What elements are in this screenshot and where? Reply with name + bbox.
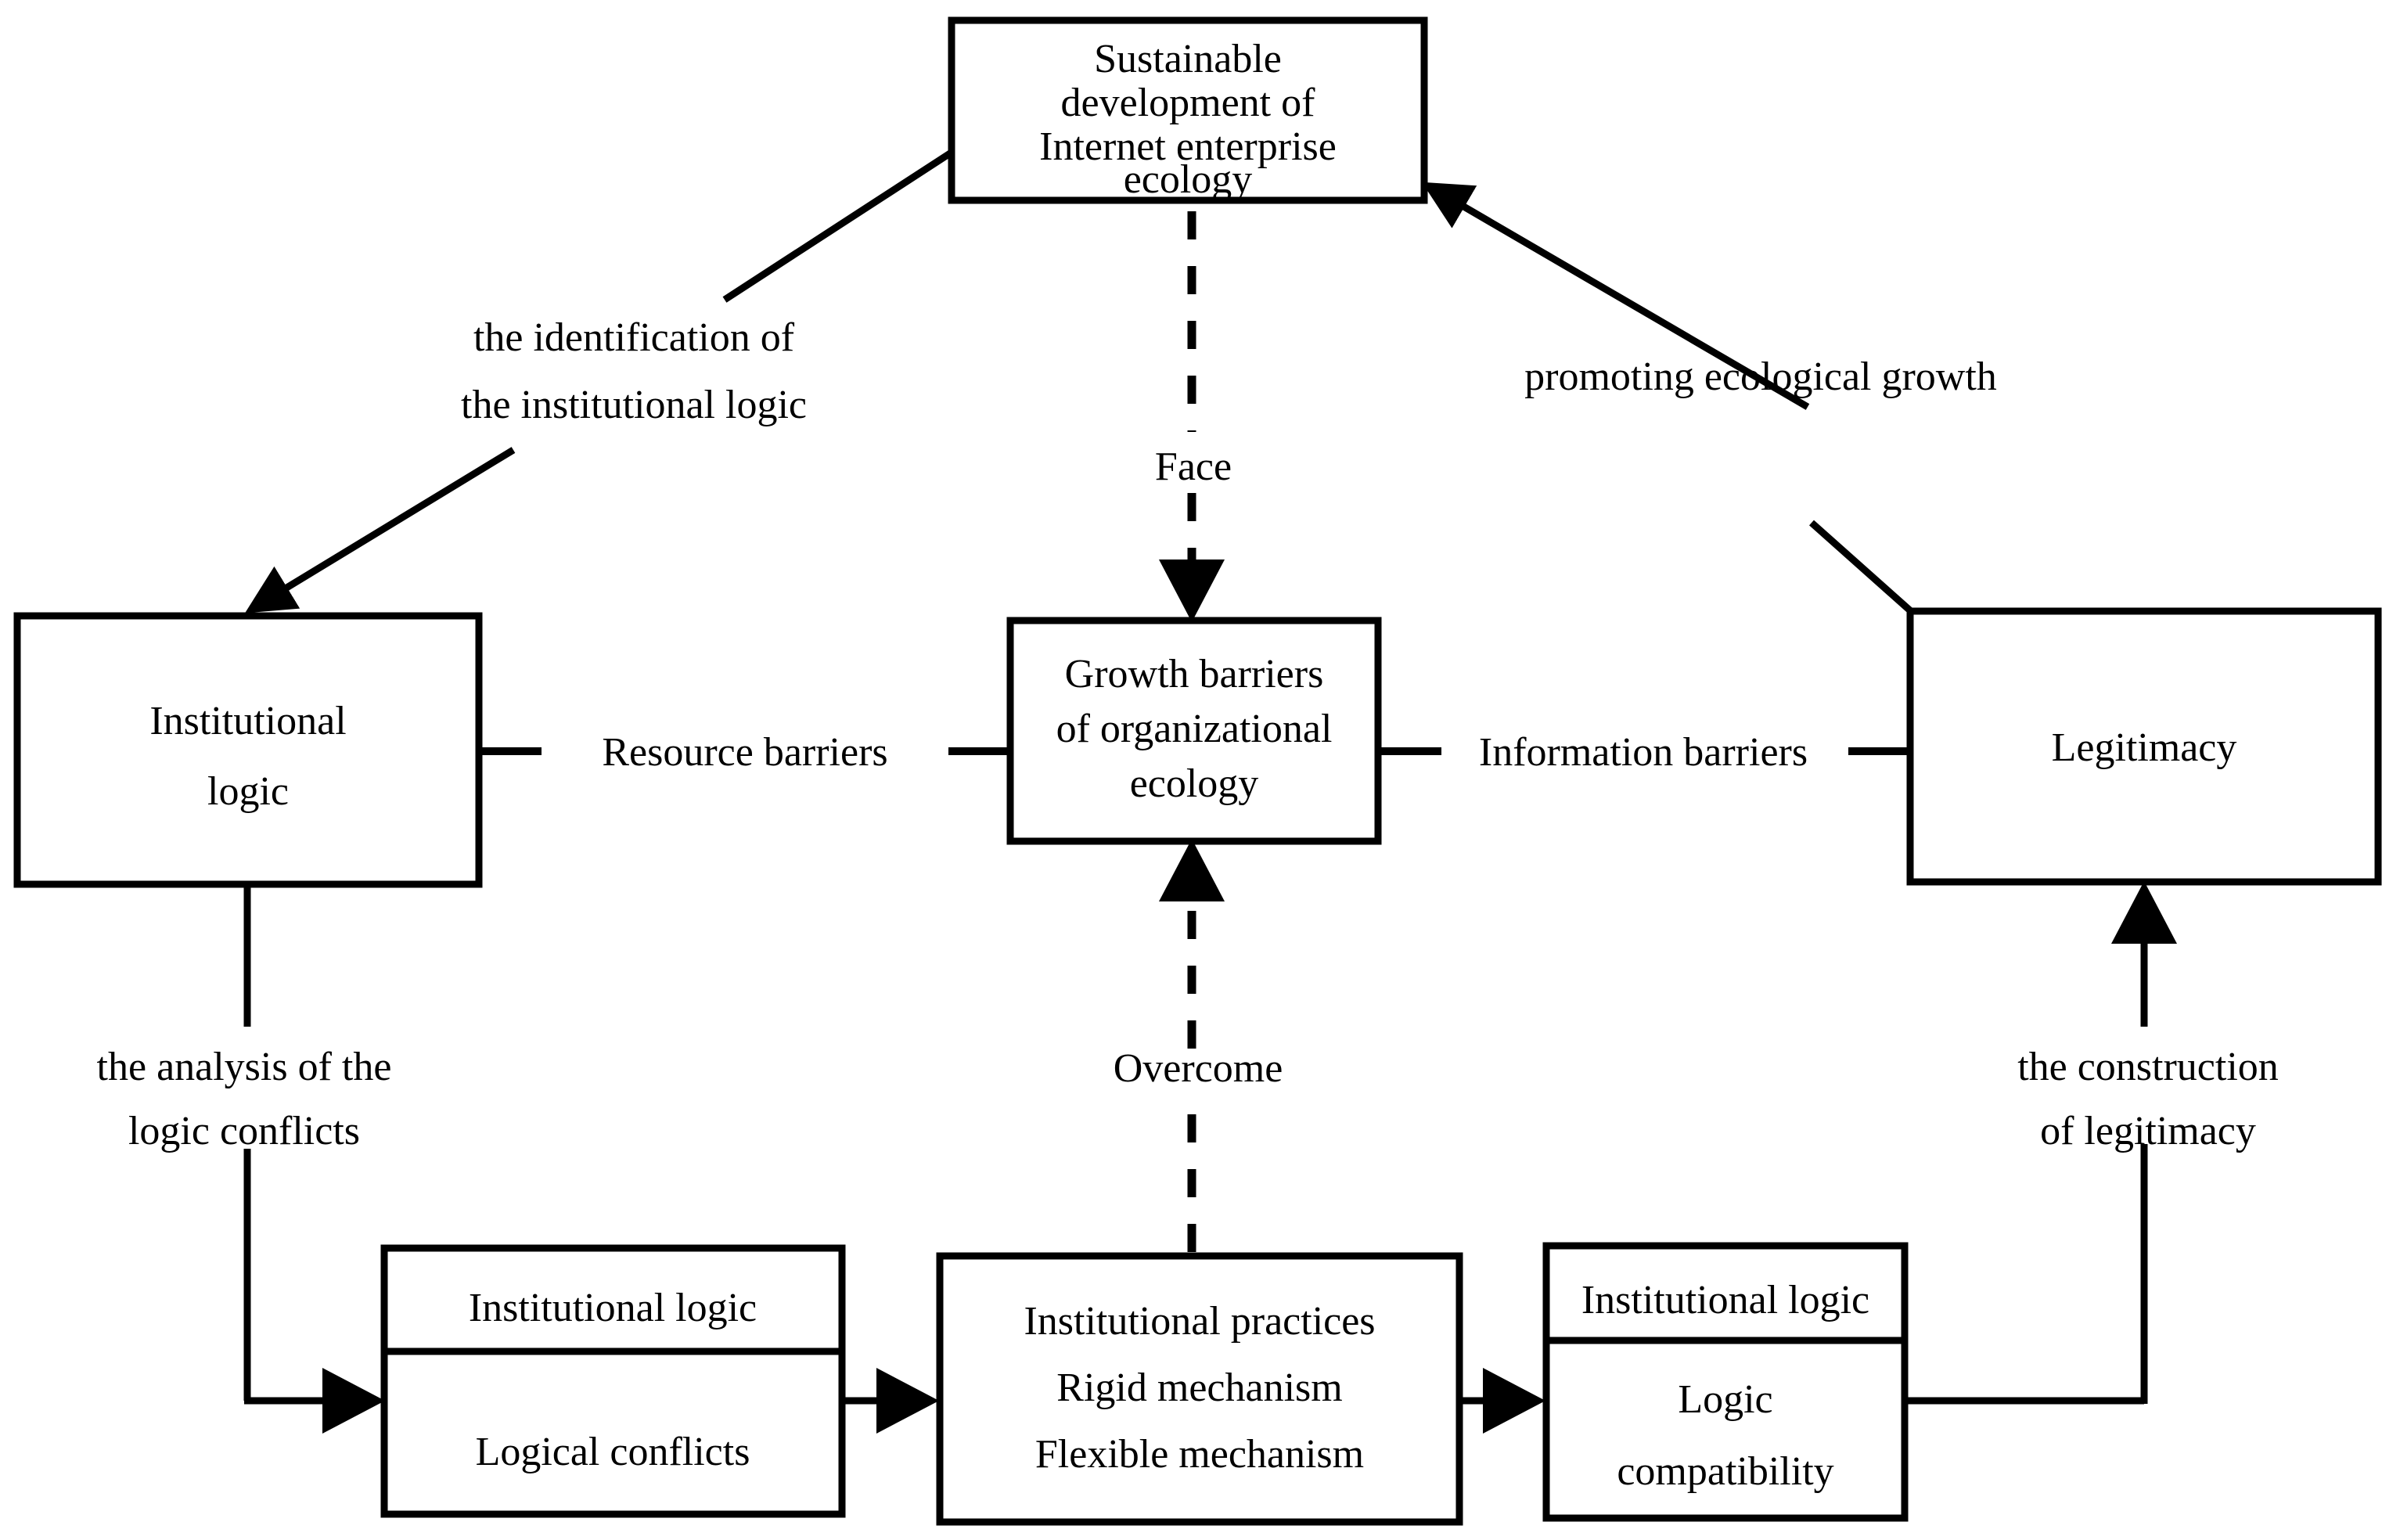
edge-conflicts-to-practices	[840, 1368, 939, 1434]
node-legitimacy[interactable]: Legitimacy	[1906, 607, 2382, 886]
promoting-label: promoting ecological growth	[1524, 354, 1997, 399]
edge-promoting-ecological-growth	[1421, 182, 1914, 615]
node-institutional-logic[interactable]: Institutional logic	[13, 612, 483, 888]
edge-overcome	[1159, 839, 1225, 1252]
label-promoting-ecological-growth: promoting ecological growth	[1524, 354, 1997, 399]
practices-line-1: Institutional practices	[1024, 1299, 1375, 1344]
face-label: Face	[1155, 444, 1232, 489]
institutional-logic-line-1: Institutional	[149, 699, 346, 743]
node-sustainable-development[interactable]: Sustainable development of Internet ente…	[948, 16, 1428, 204]
edge-practices-to-compatibility	[1459, 1368, 1545, 1434]
practices-line-2: Rigid mechanism	[1056, 1365, 1342, 1410]
node-logic-compatibility[interactable]: Institutional logic Logic compatibility	[1542, 1242, 1909, 1522]
growth-barriers-line-3: ecology	[1130, 761, 1259, 806]
information-barriers-label: Information barriers	[1479, 730, 1808, 775]
analysis-line-1: the analysis of the	[97, 1045, 392, 1089]
logical-conflicts-bottom-label: Logical conflicts	[476, 1430, 750, 1474]
growth-barriers-line-2: of organizational	[1056, 707, 1333, 751]
label-overcome: Overcome	[1114, 1046, 1283, 1091]
node-growth-barriers[interactable]: Growth barriers of organizational ecolog…	[1006, 617, 1382, 845]
resource-barriers-label: Resource barriers	[602, 730, 887, 775]
label-analysis-of-logic-conflicts: the analysis of the logic conflicts	[97, 1045, 392, 1153]
compatibility-bottom-line-1: Logic	[1678, 1377, 1772, 1422]
logical-conflicts-top-label: Institutional logic	[469, 1286, 757, 1330]
legitimacy-label: Legitimacy	[2052, 725, 2237, 770]
sustainable-line-2: development of	[1061, 81, 1316, 125]
label-construction-of-legitimacy: the construction of legitimacy	[2017, 1045, 2279, 1153]
practices-line-3: Flexible mechanism	[1035, 1432, 1364, 1477]
institutional-logic-line-2: logic	[207, 769, 289, 814]
label-identification: the identification of the institutional …	[461, 315, 807, 427]
growth-barriers-line-1: Growth barriers	[1065, 652, 1324, 696]
identification-line-1: the identification of	[473, 315, 795, 360]
compatibility-bottom-line-2: compatibility	[1617, 1449, 1833, 1494]
overcome-label: Overcome	[1114, 1046, 1283, 1091]
node-institutional-practices[interactable]: Institutional practices Rigid mechanism …	[936, 1252, 1463, 1526]
analysis-line-2: logic conflicts	[128, 1109, 360, 1153]
identification-line-2: the institutional logic	[461, 383, 807, 427]
label-face: Face	[1155, 444, 1232, 489]
construction-line-2: of legitimacy	[2040, 1109, 2256, 1153]
node-logical-conflicts[interactable]: Institutional logic Logical conflicts	[380, 1244, 846, 1518]
compatibility-top-label: Institutional logic	[1581, 1278, 1869, 1322]
sustainable-line-4: ecology	[1124, 157, 1253, 202]
sustainable-line-1: Sustainable	[1094, 37, 1282, 81]
edge-face	[1159, 157, 1225, 622]
construction-line-1: the construction	[2017, 1045, 2279, 1089]
edge-identification	[245, 150, 952, 613]
label-information-barriers: Information barriers	[1479, 730, 1808, 775]
edge-construction-of-legitimacy	[1905, 881, 2177, 1405]
label-resource-barriers: Resource barriers	[602, 730, 887, 775]
sustainable-line-3: Internet enterprise	[1039, 124, 1337, 169]
edge-analysis-of-logic-conflicts	[243, 884, 385, 1434]
